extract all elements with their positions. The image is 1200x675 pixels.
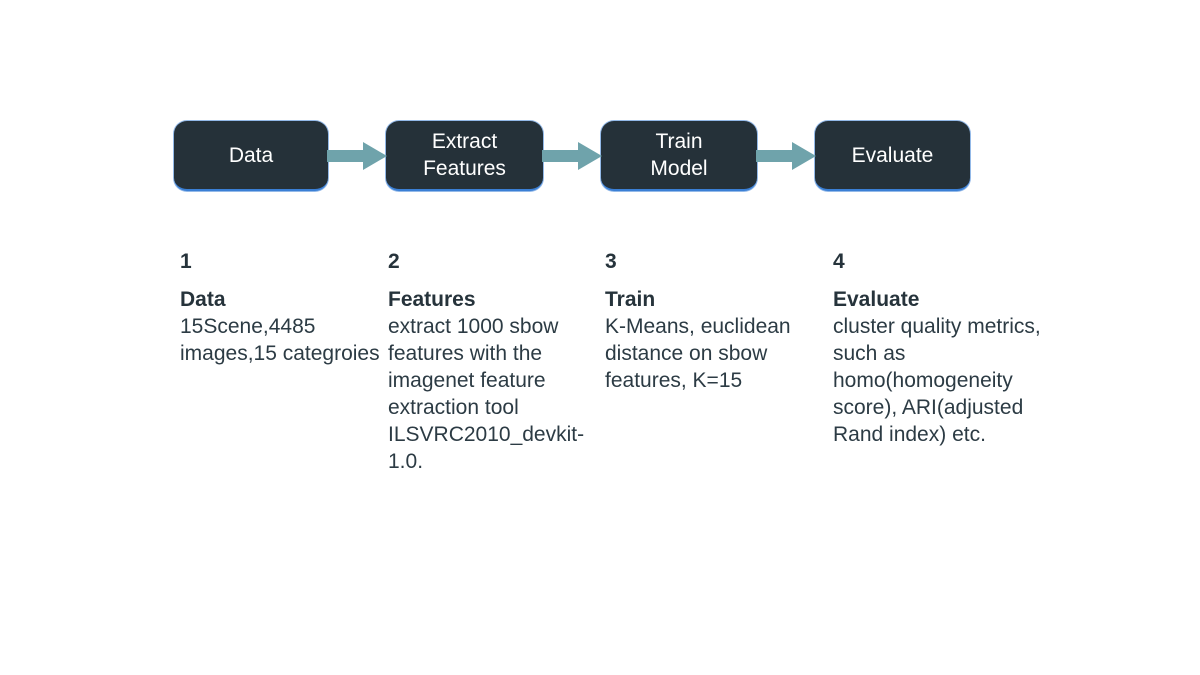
step-descriptions: 1 Data 15Scene,4485 images,15 categroies…	[180, 249, 1190, 549]
step-title: Train	[605, 288, 656, 311]
step-description: K-Means, euclidean distance on sbow feat…	[605, 315, 797, 392]
step-column-1: 1 Data 15Scene,4485 images,15 categroies	[180, 249, 390, 367]
flow-node-evaluate[interactable]: Evaluate	[815, 121, 970, 191]
pipeline-flow-row: Data Extract Features Train Model Evalua…	[174, 121, 976, 191]
step-column-4: 4 Evaluate cluster quality metrics, such…	[833, 249, 1043, 448]
flow-node-extract-features-line1: Extract	[431, 130, 498, 153]
flow-node-extract-features[interactable]: Extract Features	[386, 121, 543, 191]
step-column-3: 3 Train K-Means, euclidean distance on s…	[605, 249, 815, 394]
flow-node-extract-features-text: Extract Features	[423, 128, 506, 182]
flow-node-train-model-text: Train Model	[650, 128, 707, 182]
step-description: cluster quality metrics, such as homo(ho…	[833, 315, 1047, 446]
step-description: 15Scene,4485 images,15 categroies	[180, 315, 380, 365]
step-number: 3	[605, 250, 617, 273]
step-title: Evaluate	[833, 288, 920, 311]
flow-node-train-model-line2: Model	[650, 157, 708, 180]
flow-node-extract-features-line2: Features	[423, 157, 506, 180]
flow-node-data[interactable]: Data	[174, 121, 328, 191]
step-number: 4	[833, 250, 845, 273]
flow-node-train-model-line1: Train	[655, 130, 703, 153]
arrow-right-icon-2	[542, 141, 602, 171]
step-number: 1	[180, 250, 192, 273]
step-title: Features	[388, 288, 476, 311]
step-column-2: 2 Features extract 1000 sbow features wi…	[388, 249, 598, 475]
arrow-right-icon-1	[327, 141, 387, 171]
step-description: extract 1000 sbow features with the imag…	[388, 315, 585, 473]
flow-node-evaluate-text: Evaluate	[852, 142, 934, 169]
flow-node-train-model[interactable]: Train Model	[601, 121, 757, 191]
step-title: Data	[180, 288, 226, 311]
flow-node-evaluate-line1: Evaluate	[851, 143, 934, 167]
arrow-right-icon-3	[756, 141, 816, 171]
step-number: 2	[388, 250, 400, 273]
flow-node-data-line1: Data	[228, 143, 274, 167]
flow-node-data-text: Data	[229, 142, 273, 169]
